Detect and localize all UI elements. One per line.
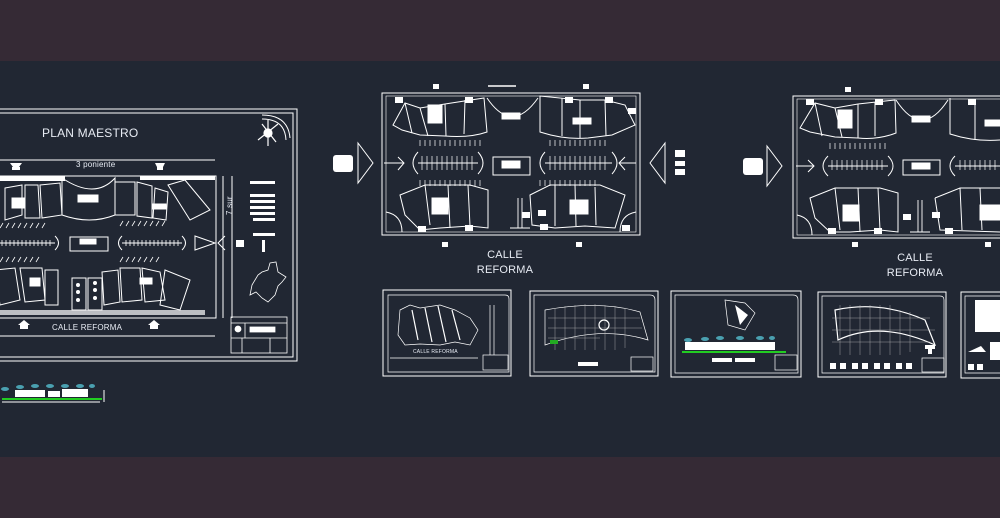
plan-1-street-label-line2: REFORMA: [476, 264, 534, 276]
cad-model-space-canvas[interactable]: PLAN MAESTRO 3 poniente CALLE REFORMA 7 …: [0, 61, 1000, 457]
street-label-3-poniente: 3 poniente: [76, 160, 116, 169]
viewport-top-band: [0, 0, 1000, 61]
drawing-linework: [0, 84, 1000, 403]
legend-bars: [250, 181, 275, 252]
street-label-7-sur: 7 sur: [225, 196, 234, 215]
master-plan-title: PLAN MAESTRO: [42, 126, 139, 140]
north-arrow-icon: [257, 120, 279, 146]
thumb-site-plan-label: CALLE REFORMA: [413, 349, 458, 355]
plan-1-sheet: [333, 84, 685, 247]
thumb-detail: [960, 291, 1000, 379]
plan-2-street-label-line1: CALLE: [897, 252, 933, 264]
location-map-icon: [249, 261, 287, 303]
plan-1-street-label-line1: CALLE: [487, 249, 523, 261]
thumb-structural-plan: [817, 291, 947, 378]
thumb-site-plan: [382, 289, 512, 377]
master-plan-sheet: [0, 108, 298, 362]
street-label-calle-reforma: CALLE REFORMA: [52, 323, 123, 332]
title-block: [230, 316, 288, 354]
plan-2-street-label-line2: REFORMA: [886, 267, 944, 279]
thumb-elevation: [670, 290, 802, 378]
viewport-bottom-band: [0, 457, 1000, 518]
site-elevation-strip: [1, 384, 105, 403]
thumb-floor-plan: [529, 290, 659, 377]
plan-2-sheet: [743, 87, 1000, 247]
